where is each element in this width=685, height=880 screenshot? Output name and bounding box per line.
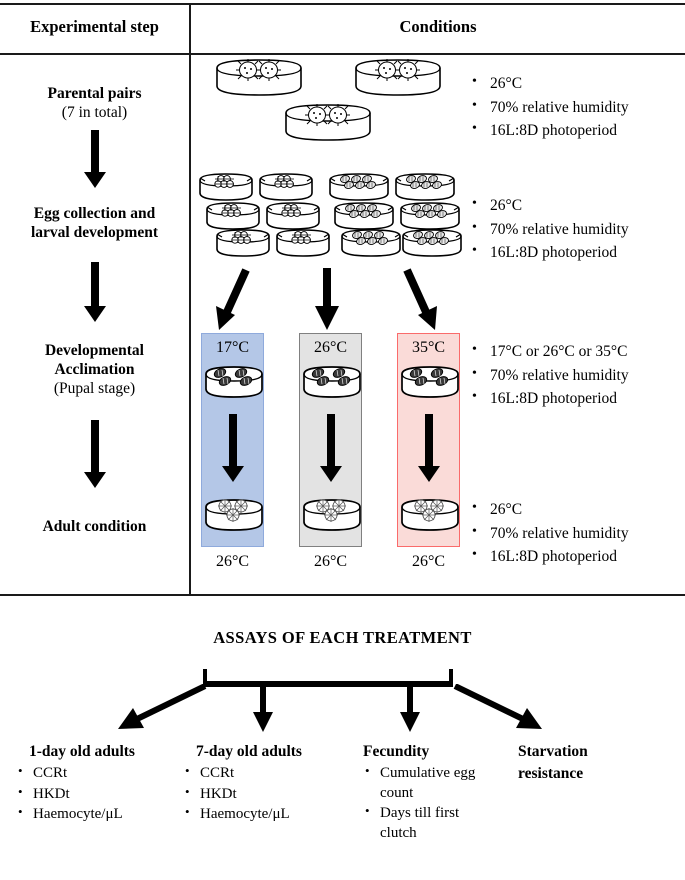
- assay-item: Cumulative egg count: [363, 763, 493, 803]
- dish-pupae-17c: [203, 365, 265, 401]
- dish-pupae-26c: [301, 365, 363, 401]
- condition-item: 26°C: [470, 193, 629, 218]
- assays-section-title: ASSAYS OF EACH TREATMENT: [213, 628, 472, 647]
- header-conditions: Conditions: [399, 17, 477, 36]
- conditions-parental-pairs: 26°C 70% relative humidity 16L:8D photop…: [470, 71, 629, 143]
- condition-item: 70% relative humidity: [470, 363, 629, 388]
- treatment-top-temperature: 26°C: [313, 339, 348, 356]
- arrow-acclimation-to-adult: [64, 420, 126, 490]
- assay-column-1-day-old-adults: 1-day old adults CCRt HKDt Haemocyte/μL: [16, 742, 171, 825]
- assay-bracket-bar: [203, 681, 453, 687]
- arrows-split-to-treatments: [195, 262, 460, 337]
- condition-item: 26°C: [470, 71, 629, 96]
- step-label-parental-pairs: Parental pairs (7 in total): [0, 85, 189, 123]
- table-column-divider: [189, 3, 191, 596]
- treatment-top-temperature: 35°C: [411, 339, 446, 356]
- treatment-bottom-temperature-26c: 26°C: [313, 553, 348, 570]
- condition-item: 16L:8D photoperiod: [470, 118, 629, 143]
- dish-adults-17c: [203, 497, 265, 535]
- step-title-line2: larval development: [31, 223, 158, 241]
- conditions-adult-condition: 26°C 70% relative humidity 16L:8D photop…: [470, 497, 629, 569]
- assay-title-line2: resistance: [518, 765, 584, 783]
- step-subtitle: (Pupal stage): [53, 379, 136, 397]
- step-title-line1: Egg collection and: [33, 205, 156, 222]
- treatment-column-26c: 26°C: [299, 333, 362, 547]
- header-experimental-step: Experimental step: [30, 17, 159, 36]
- dish-parental-pair-2: [352, 58, 444, 98]
- condition-item: 17°C or 26°C or 35°C: [470, 339, 629, 364]
- conditions-egg-collection: 26°C 70% relative humidity 16L:8D photop…: [470, 193, 629, 265]
- dish-adults-26c: [301, 497, 363, 535]
- condition-item: 70% relative humidity: [470, 95, 629, 120]
- dish-pupae-35c: [399, 365, 461, 401]
- step-label-adult-condition: Adult condition: [0, 518, 189, 537]
- assay-bracket-tick-right: [449, 669, 453, 683]
- arrow-pupae-to-adult-35c: [414, 414, 444, 484]
- assay-item: HKDt: [16, 784, 171, 805]
- dish-parental-pair-3: [282, 103, 374, 143]
- conditions-developmental-acclimation: 17°C or 26°C or 35°C 70% relative humidi…: [470, 339, 629, 411]
- assay-item: Haemocyte/μL: [183, 804, 343, 825]
- dish-adults-35c: [399, 497, 461, 535]
- step-label-egg-collection: Egg collection and larval development: [0, 205, 189, 243]
- table-top-border: [0, 3, 685, 5]
- condition-item: 70% relative humidity: [470, 521, 629, 546]
- step-title: Adult condition: [42, 518, 147, 535]
- step-title: Parental pairs: [47, 85, 142, 102]
- condition-item: 16L:8D photoperiod: [470, 386, 629, 411]
- treatment-bottom-temperature-17c: 26°C: [215, 553, 250, 570]
- condition-item: 16L:8D photoperiod: [470, 240, 629, 265]
- assay-title: Fecundity: [363, 743, 430, 760]
- assay-bracket-tick-left: [203, 669, 207, 683]
- treatment-top-temperature: 17°C: [215, 339, 250, 356]
- step-title-line1: Developmental: [44, 342, 144, 359]
- assay-item: CCRt: [183, 763, 343, 784]
- assay-title: 1-day old adults: [29, 743, 135, 760]
- assay-column-7-day-old-adults: 7-day old adults CCRt HKDt Haemocyte/μL: [183, 742, 343, 825]
- arrow-egg-to-acclimation: [64, 262, 126, 322]
- treatment-column-35c: 35°C: [397, 333, 460, 547]
- table-bottom-border: [0, 594, 685, 596]
- step-subtitle: (7 in total): [61, 103, 128, 121]
- condition-item: 16L:8D photoperiod: [470, 544, 629, 569]
- table-header-border: [0, 53, 685, 55]
- treatment-bottom-temperature-35c: 26°C: [411, 553, 446, 570]
- assay-column-fecundity: Fecundity Cumulative egg count Days till…: [363, 742, 493, 843]
- arrow-pupae-to-adult-17c: [218, 414, 248, 484]
- condition-item: 26°C: [470, 497, 629, 522]
- step-label-developmental-acclimation: Developmental Acclimation (Pupal stage): [0, 342, 189, 399]
- assay-item: CCRt: [16, 763, 171, 784]
- dish-larvae-group: [328, 173, 463, 257]
- step-title-line2: Acclimation: [54, 360, 135, 378]
- condition-item: 70% relative humidity: [470, 217, 629, 242]
- assay-item: HKDt: [183, 784, 343, 805]
- treatment-column-17c: 17°C: [201, 333, 264, 547]
- assay-item: Haemocyte/μL: [16, 804, 171, 825]
- dish-parental-pair-1: [213, 58, 305, 98]
- assay-title-line1: Starvation: [518, 743, 588, 760]
- assay-title: 7-day old adults: [196, 743, 302, 760]
- arrow-parental-to-egg: [64, 130, 126, 188]
- assay-item: Days till first clutch: [363, 803, 493, 843]
- assay-column-starvation-resistance: Starvation resistance: [518, 742, 668, 786]
- assay-arrows: [20, 683, 580, 741]
- arrow-pupae-to-adult-26c: [316, 414, 346, 484]
- dish-egg-group: [198, 173, 330, 257]
